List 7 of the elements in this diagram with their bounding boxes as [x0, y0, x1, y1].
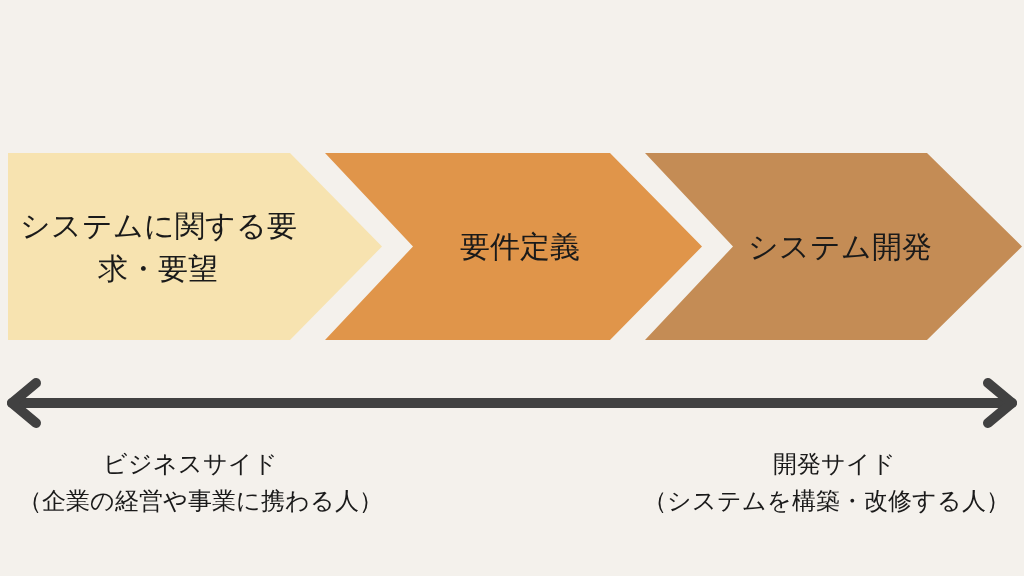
side-label: 開発サイド — [771, 449, 897, 480]
side-description: （企業の経営や事業に携わる人） — [16, 486, 384, 517]
side-label: ビジネスサイド — [101, 449, 279, 480]
side-description: （システムを構築・改修する人） — [641, 486, 1011, 517]
step-label: 要件定義 — [459, 227, 581, 266]
step-label: システム開発 — [747, 227, 933, 266]
step-label: システムに関する要求・要望 — [18, 206, 298, 288]
